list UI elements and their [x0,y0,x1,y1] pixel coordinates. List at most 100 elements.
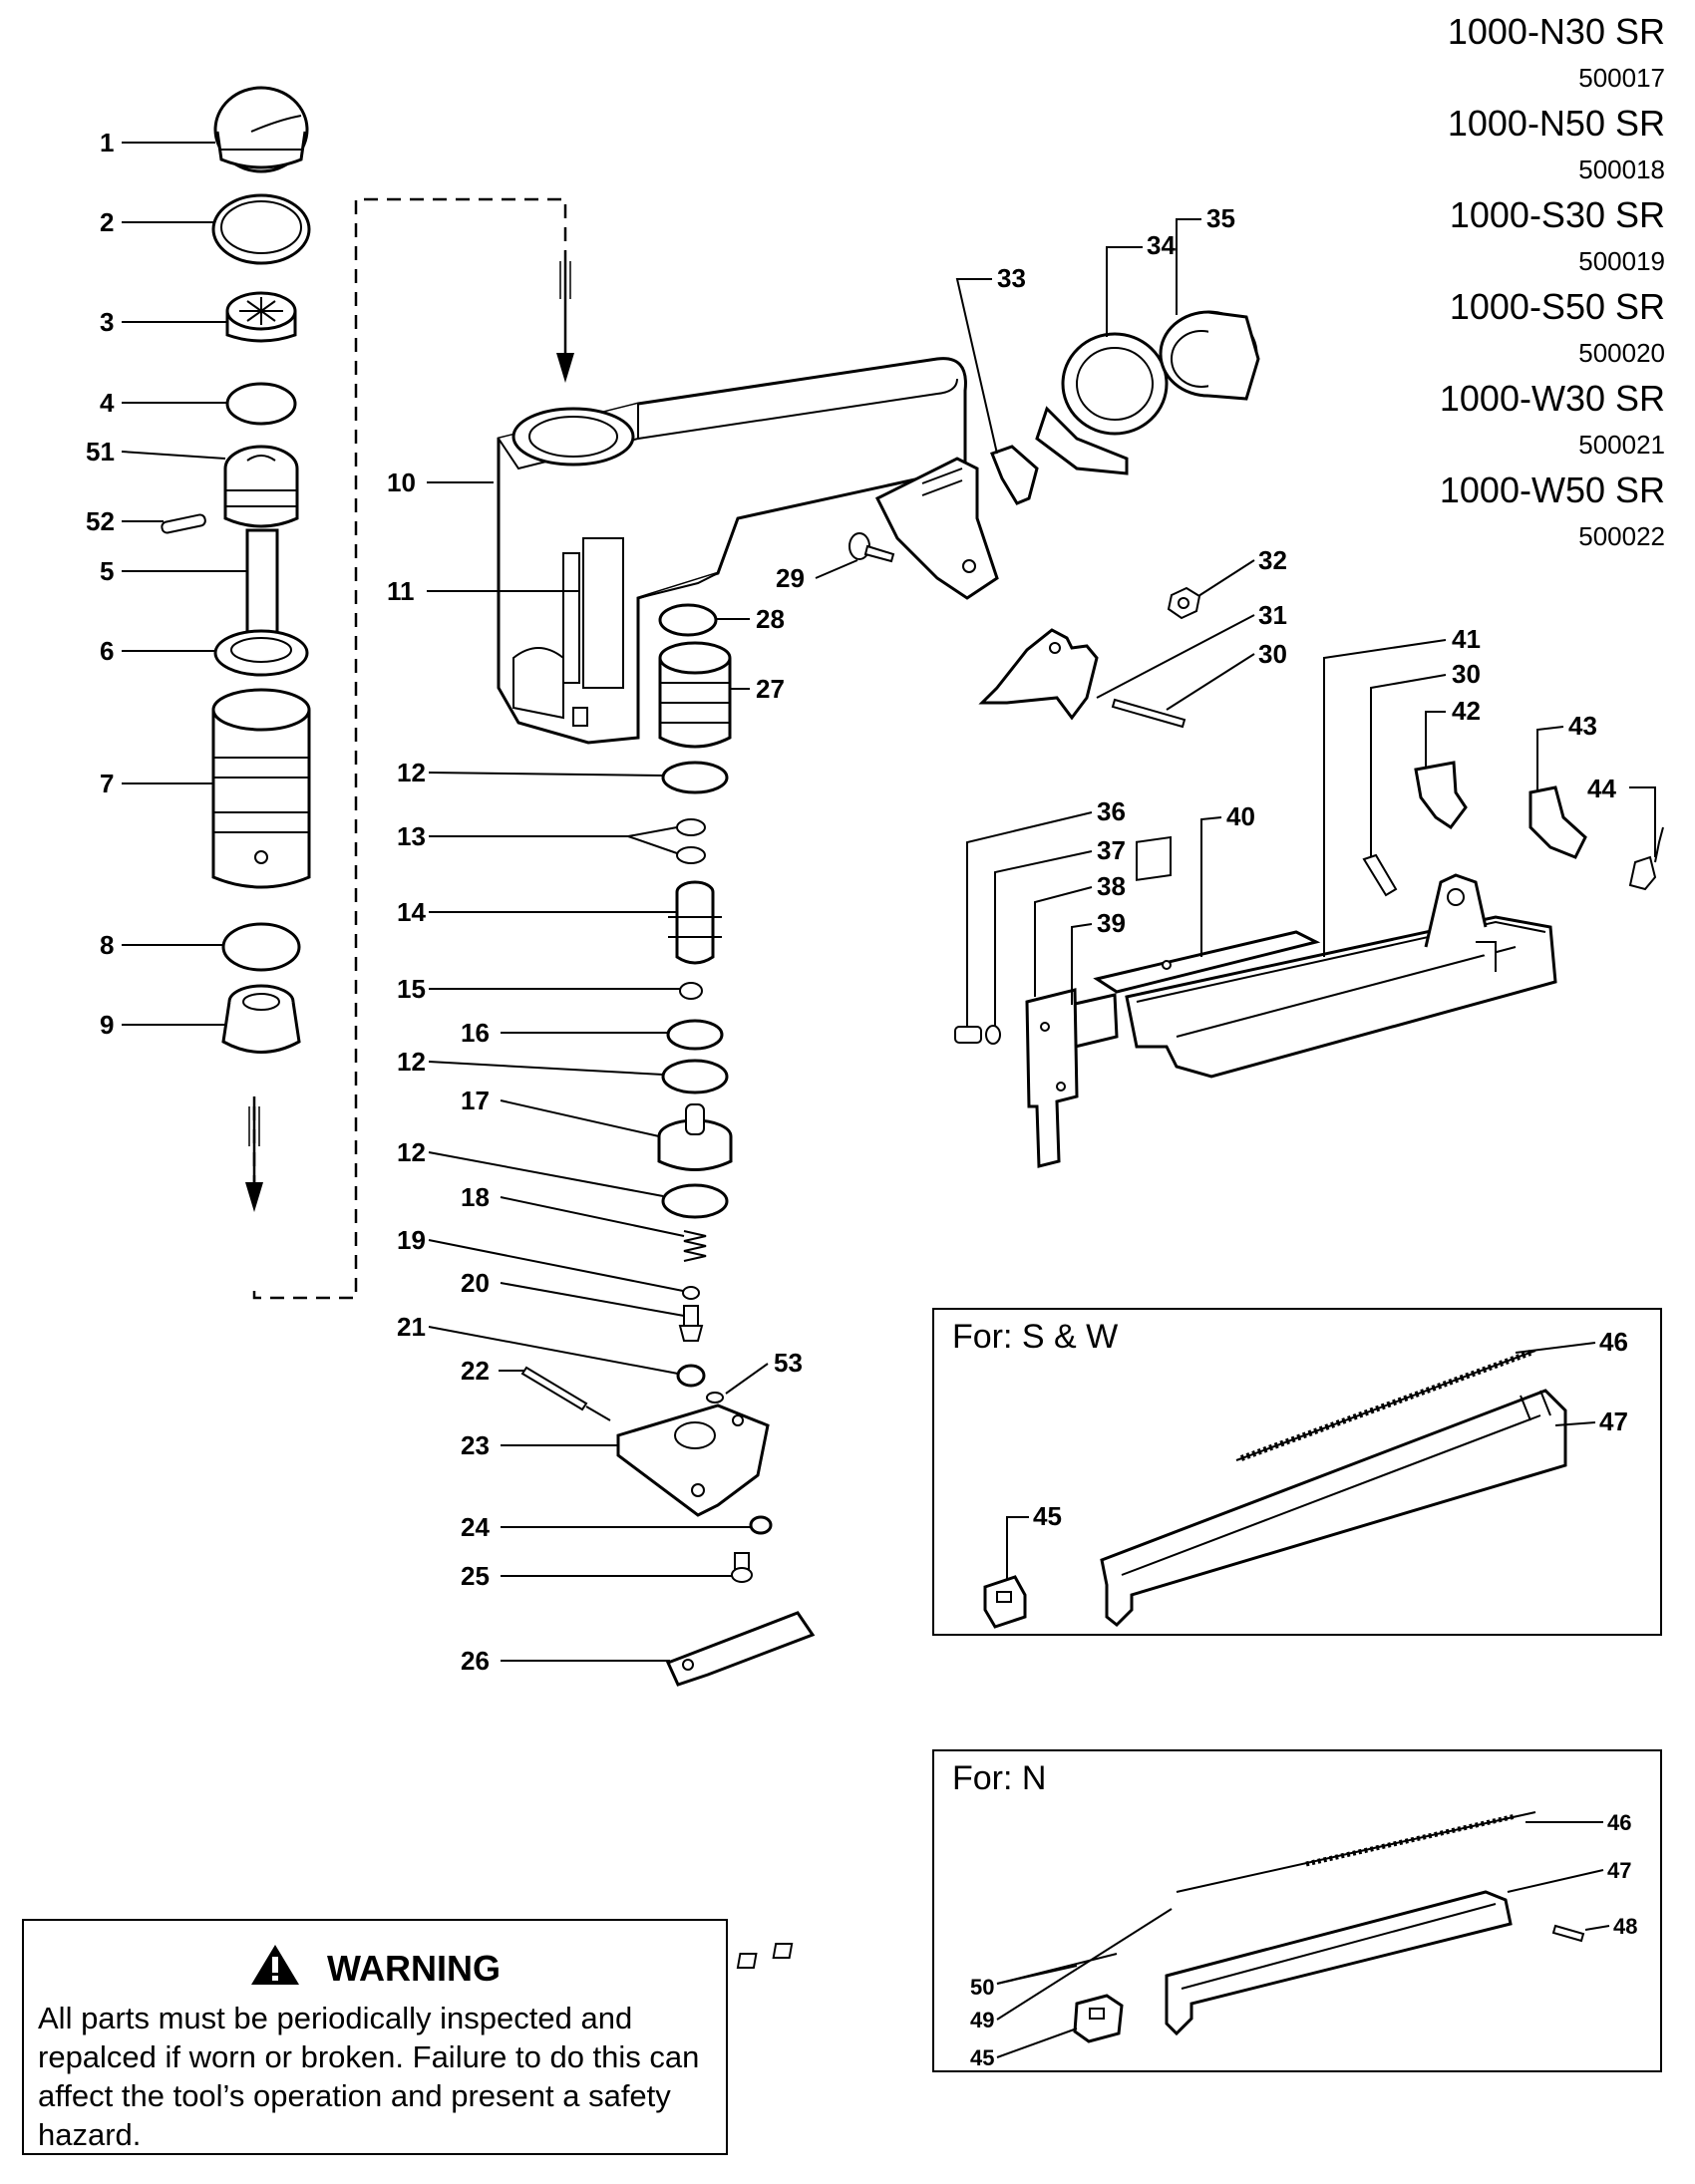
variant-title-sw: For: S & W [952,1318,1119,1356]
part-48-pin [1551,1924,1585,1943]
part-12-oring-a [661,761,729,794]
callout-20: 20 [461,1268,490,1298]
callout-8: 8 [100,930,114,960]
callout-35: 35 [1206,203,1235,233]
callout-9: 9 [100,1010,114,1040]
model-name: 1000-S30 SR [1449,194,1665,235]
part-45-block-n [1073,1994,1124,2043]
callouts-upper-right: 29 33 34 35 32 31 30 [776,203,1287,711]
warning-text: All parts must be periodically inspected… [38,2001,700,2152]
model-entry: 1000-W50 SR 500022 [1440,467,1665,558]
callout-36: 36 [1097,796,1126,826]
part-7-sleeve [211,688,311,889]
part-28-oring [658,603,718,637]
model-name: 1000-N50 SR [1447,103,1665,144]
callout-12-b: 12 [397,1047,426,1077]
callout-15: 15 [397,974,426,1004]
callout-31: 31 [1258,600,1287,630]
variant-box-sw: For: S & W [932,1308,1662,1636]
model-entry: 1000-N30 SR 500017 [1440,8,1665,100]
callout-10: 10 [387,468,416,497]
part-46-spring-sw [1235,1350,1536,1461]
warning-heading-row: WARNING [24,1943,726,1990]
callout-46-b: 46 [1607,1810,1631,1835]
model-code: 500021 [1578,430,1665,460]
part-47-follower-n [1165,1890,1513,2036]
callouts-variant-sw: 46 47 45 [1006,1327,1628,1580]
part-5-stem [245,528,279,647]
part-12-oring-c [661,1183,729,1219]
model-entry: 1000-S50 SR 500020 [1440,283,1665,375]
callout-27: 27 [756,674,785,704]
callout-30-a: 30 [1258,639,1287,669]
part-20-plunger [678,1305,704,1342]
callouts-magazine: 41 30 42 43 44 36 37 38 39 40 [966,624,1656,1027]
callouts-left-column: 1 2 3 4 51 52 5 6 7 8 9 [86,128,247,1040]
warning-heading: WARNING [327,1948,501,1989]
callout-45-a: 45 [1033,1501,1062,1531]
callout-2: 2 [100,207,114,237]
callout-45-b: 45 [970,2045,994,2070]
flow-arrow-left [245,1096,263,1212]
part-38-plate [1025,988,1079,1168]
callout-47-a: 47 [1599,1406,1628,1436]
part-25-screw [731,1552,753,1583]
callout-6: 6 [100,636,114,666]
callout-19: 19 [397,1225,426,1255]
callout-41: 41 [1452,624,1481,654]
part-52-pin [161,513,206,534]
model-code: 500018 [1578,155,1665,184]
callout-52: 52 [86,506,115,536]
part-35-nut [1159,310,1260,401]
part-15-ball [679,982,703,1000]
callout-29: 29 [776,563,805,593]
callout-43: 43 [1568,711,1597,741]
part-45-block-sw [983,1575,1027,1629]
callout-53: 53 [774,1348,803,1378]
callout-7: 7 [100,769,114,798]
part-47-follower-sw [1100,1389,1567,1628]
part-17-piston [657,1103,733,1171]
callout-44: 44 [1587,774,1616,803]
part-13-orings [676,818,706,864]
variant-title-n: For: N [952,1759,1047,1797]
model-name: 1000-W30 SR [1439,378,1665,419]
part-40-plate [1093,930,1321,994]
warning-box: WARNING All parts must be periodically i… [22,1919,728,2155]
callouts-variant-n: 46 47 48 50 49 45 [970,1810,1637,2070]
callout-25: 25 [461,1561,490,1591]
callout-47-b: 47 [1607,1858,1631,1883]
callout-46-a: 46 [1599,1327,1628,1357]
part-43-latch [1528,785,1587,859]
callout-11: 11 [387,576,415,606]
nose-bracket [874,457,999,600]
part-29-bolt [848,532,895,563]
part-9-bushing [221,984,301,1054]
callout-17: 17 [461,1086,490,1115]
callout-16: 16 [461,1018,490,1048]
callout-14: 14 [397,897,426,927]
part-10-housing [497,357,967,745]
part-30-pin-b [1362,853,1398,897]
warning-triangle-icon [251,1945,299,1985]
model-code: 500017 [1578,63,1665,93]
part-21-nut [676,1364,706,1388]
model-name: 1000-W50 SR [1439,469,1665,510]
callout-48: 48 [1613,1914,1637,1939]
part-18-spring [683,1230,707,1262]
callout-40: 40 [1226,801,1255,831]
part-4-oring [225,382,297,426]
part-19-oring [682,1286,700,1300]
model-code: 500022 [1578,521,1665,551]
part-12-oring-b [661,1059,729,1094]
part-31-driver-guide [978,628,1099,721]
part-50-blocks [736,1943,794,1969]
callout-18: 18 [461,1182,490,1212]
part-24-washer [749,1515,773,1535]
callouts-center: 28 27 12 13 14 15 16 12 17 12 18 19 20 2… [397,604,803,1676]
flow-arrow-top [556,254,574,383]
callout-5: 5 [100,556,114,586]
callout-39: 39 [1097,908,1126,938]
callout-22: 22 [461,1356,490,1386]
part-32-nut [1167,586,1201,620]
